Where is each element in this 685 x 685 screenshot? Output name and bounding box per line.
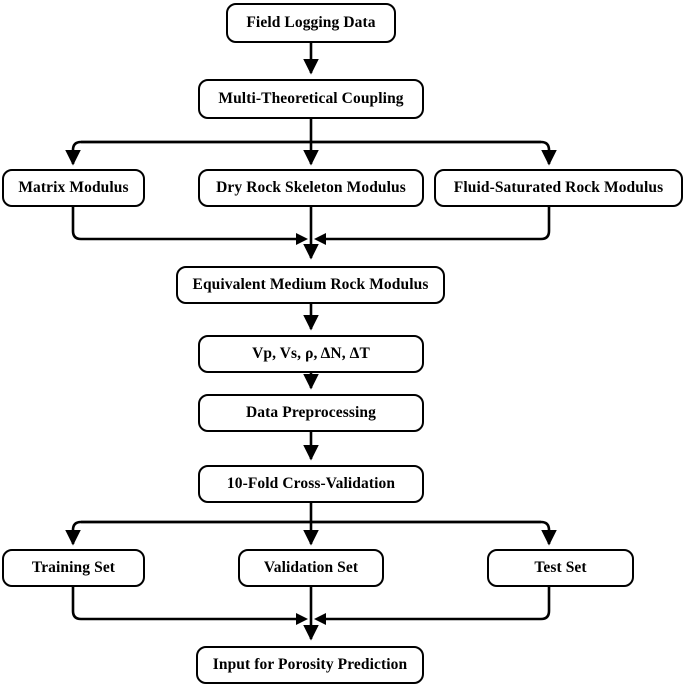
node-test-set[interactable]: Test Set <box>487 549 634 587</box>
merge-bar-datasets-left <box>71 587 296 621</box>
merge-arrowhead-right-2 <box>314 613 326 625</box>
node-training-set[interactable]: Training Set <box>2 549 145 587</box>
node-equivalent-medium-rock-modulus[interactable]: Equivalent Medium Rock Modulus <box>176 266 445 304</box>
node-fluid-saturated-rock-modulus[interactable]: Fluid-Saturated Rock Modulus <box>434 169 683 207</box>
merge-bar-datasets-right <box>326 587 551 621</box>
node-dry-rock-skeleton-modulus[interactable]: Dry Rock Skeleton Modulus <box>198 169 424 207</box>
node-ten-fold-cross-validation[interactable]: 10-Fold Cross-Validation <box>198 465 424 503</box>
node-validation-set[interactable]: Validation Set <box>238 549 384 587</box>
node-matrix-modulus[interactable]: Matrix Modulus <box>2 169 145 207</box>
node-petrophysical-parameters[interactable]: Vp, Vs, ρ, ΔN, ΔT <box>198 335 424 373</box>
merge-bar-modulus-right <box>326 207 551 241</box>
merge-arrowhead-left-2 <box>296 613 308 625</box>
merge-arrowhead-right <box>314 233 326 245</box>
merge-bar-modulus-left <box>71 207 296 241</box>
merge-arrowhead-left <box>296 233 308 245</box>
node-multi-theoretical-coupling[interactable]: Multi-Theoretical Coupling <box>198 79 424 119</box>
node-data-preprocessing[interactable]: Data Preprocessing <box>198 394 424 432</box>
node-field-logging-data[interactable]: Field Logging Data <box>226 3 396 43</box>
node-input-for-porosity-prediction[interactable]: Input for Porosity Prediction <box>196 646 424 684</box>
